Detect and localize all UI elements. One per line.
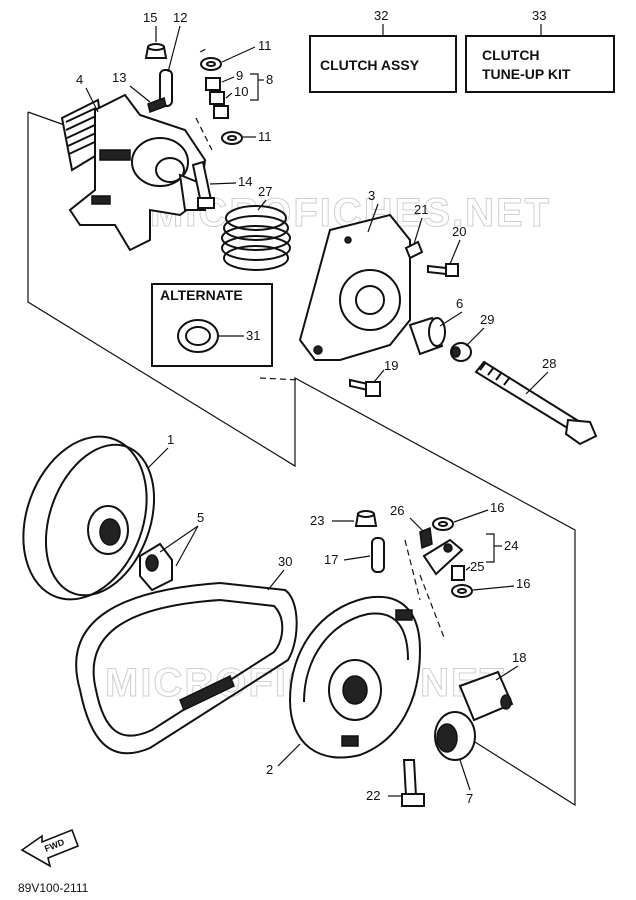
bolt-part-22: [401, 759, 425, 807]
callout-3: 3: [368, 188, 375, 203]
bolt-part-28: [474, 360, 598, 446]
callout-11-top: 11: [258, 38, 272, 53]
bolt-part-20: [427, 263, 459, 277]
spider-part-4: [60, 93, 207, 252]
bushing-part-6: [408, 316, 446, 356]
callout-20: 20: [452, 224, 466, 239]
tuneup-kit-label-line2: TUNE-UP KIT: [482, 66, 571, 82]
callout-24: 24: [504, 538, 518, 553]
bolt-part-14: [191, 160, 215, 209]
alternate-label: ALTERNATE: [160, 287, 243, 303]
callout-12: 12: [173, 10, 187, 25]
tuneup-kit-label-line1: CLUTCH: [482, 47, 540, 63]
spring-part-27: [221, 205, 291, 271]
assembly-frame-lines: [27, 111, 576, 807]
callout-23: 23: [310, 513, 324, 528]
callout-22: 22: [366, 788, 380, 803]
callout-26: 26: [390, 503, 404, 518]
callout-8: 8: [266, 72, 273, 87]
cover-part-3: [298, 213, 411, 361]
sheave-part-1: [22, 435, 156, 601]
callout-30: 30: [278, 554, 292, 569]
callout-17: 17: [324, 552, 338, 567]
slider-part-5: [139, 542, 173, 592]
callout-28: 28: [542, 356, 556, 371]
callout-29: 29: [480, 312, 494, 327]
callout-15: 15: [143, 10, 157, 25]
callout-25: 25: [470, 559, 484, 574]
pin-part-17: [371, 537, 385, 573]
callout-16-top: 16: [490, 500, 504, 515]
screw-part-26: [419, 526, 433, 550]
nut-part-15: [144, 43, 168, 59]
callout-7: 7: [466, 791, 473, 806]
callout-16-bottom: 16: [516, 576, 530, 591]
callout-33: 33: [532, 8, 546, 23]
clutch-assy-label: CLUTCH ASSY: [320, 57, 420, 73]
callout-1: 1: [167, 432, 174, 447]
bushing-part-29: [450, 342, 472, 362]
callout-5: 5: [197, 510, 204, 525]
clutch-assy-box: [309, 35, 457, 93]
callout-18: 18: [512, 650, 526, 665]
bushing-part-18: [458, 670, 514, 722]
bolt-part-19: [349, 378, 381, 397]
sheave-assembly-part-2: [288, 595, 422, 759]
forward-arrow-icon: FWD: [20, 828, 80, 868]
roller-parts-9-10: [205, 77, 229, 119]
callout-2: 2: [266, 762, 273, 777]
callout-9: 9: [236, 68, 243, 83]
callout-19: 19: [384, 358, 398, 373]
callout-27: 27: [258, 184, 272, 199]
diagram-code: 89V100-2111: [18, 881, 89, 895]
callout-21: 21: [414, 202, 428, 217]
clutch-tuneup-kit-box: [465, 35, 615, 93]
weight-arm-part-24: [422, 538, 465, 581]
bushing-part-7: [434, 711, 476, 761]
callout-4: 4: [76, 72, 83, 87]
nut-part-23: [354, 510, 378, 527]
callout-31: 31: [246, 328, 260, 343]
callout-14: 14: [238, 174, 252, 189]
screw-part-13: [147, 97, 167, 113]
callout-11-bottom: 11: [258, 129, 272, 144]
drive-belt-part-30: [75, 581, 298, 755]
callout-13: 13: [112, 70, 126, 85]
callout-10: 10: [234, 84, 248, 99]
callout-6: 6: [456, 296, 463, 311]
callout-32: 32: [374, 8, 388, 23]
